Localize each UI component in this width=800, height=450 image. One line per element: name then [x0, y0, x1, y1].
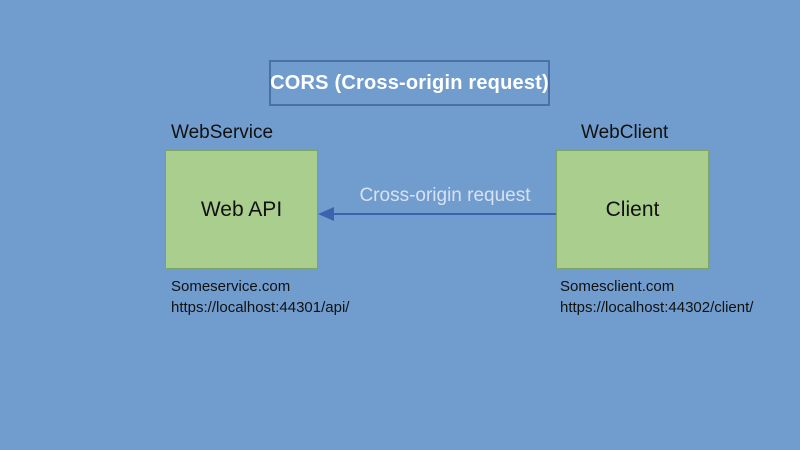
arrow-label: Cross-origin request — [359, 185, 531, 206]
webclient-caption: Somesclient.com https://localhost:44302/… — [560, 276, 753, 318]
webclient-label: WebClient — [581, 122, 669, 143]
arrow-line — [333, 213, 556, 215]
webservice-domain: Someservice.com — [171, 278, 291, 295]
webclient-domain: Somesclient.com — [560, 278, 675, 295]
webclient-box: Client — [556, 150, 709, 269]
webservice-box-text: Web API — [200, 197, 283, 221]
slide-title: CORS (Cross-origin request) — [270, 71, 549, 94]
webservice-url: https://localhost:44301/api/ — [171, 299, 350, 316]
title-box: CORS (Cross-origin request) — [269, 60, 550, 106]
webservice-label: WebService — [171, 122, 274, 143]
webclient-url: https://localhost:44302/client/ — [560, 299, 754, 316]
webservice-caption: Someservice.com https://localhost:44301/… — [171, 276, 349, 318]
webclient-box-text: Client — [605, 197, 660, 221]
arrowhead-left-icon — [318, 207, 334, 221]
webservice-box: Web API — [165, 150, 318, 269]
